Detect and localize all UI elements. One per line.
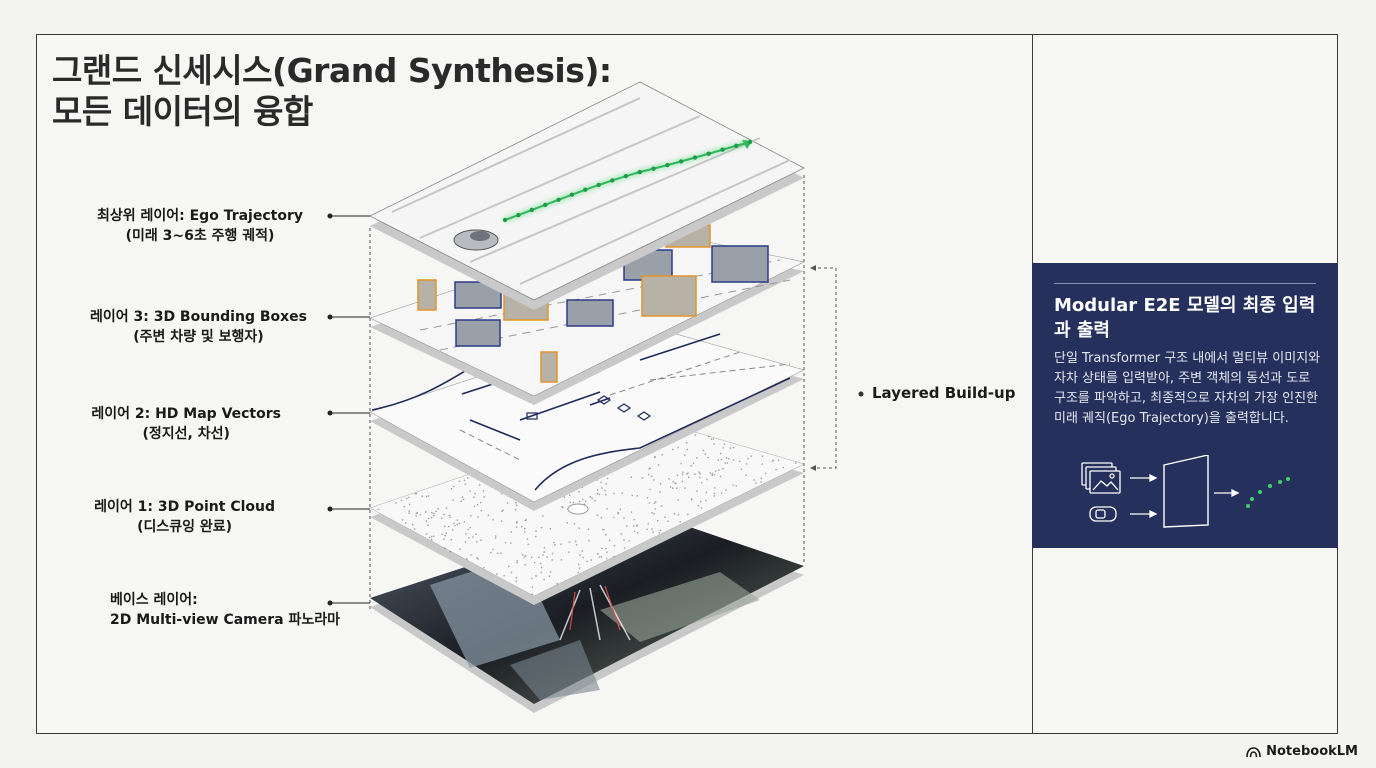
- label-bounding-boxes-sub: (주변 차량 및 보행자): [133, 329, 264, 345]
- transformer-icon: [1163, 455, 1209, 528]
- label-hd-map-title: 레이어 2: HD Map Vectors: [91, 406, 281, 422]
- label-leaders: [327, 213, 370, 606]
- label-camera: 베이스 레이어: 2D Multi-view Camera 파노라마: [110, 590, 340, 630]
- layer-hd-map: [369, 323, 805, 511]
- label-bounding-boxes-title: 레이어 3: 3D Bounding Boxes: [89, 309, 307, 325]
- panel-body: 단일 Transformer 구조 내에서 멀티뷰 이미지와 자차 상태를 입력…: [1054, 351, 1321, 426]
- label-hd-map: 레이어 2: HD Map Vectors (정지선, 차선): [91, 404, 281, 444]
- label-ego-trajectory-sub: (미래 3~6초 주행 궤적): [125, 228, 275, 244]
- layer-ego-trajectory: [369, 81, 805, 310]
- layered-buildup-label: Layered Build-up: [872, 384, 1016, 402]
- trajectory-icon: [1246, 477, 1290, 508]
- notebook-logo-icon: [1246, 746, 1261, 757]
- panel-rule: [1054, 283, 1316, 284]
- label-bounding-boxes: 레이어 3: 3D Bounding Boxes (주변 차량 및 보행자): [90, 307, 307, 347]
- label-point-cloud-sub: (디스큐잉 완료): [137, 519, 233, 535]
- car-icon: [1089, 506, 1117, 522]
- arrow-right-icon: [1130, 473, 1240, 519]
- label-camera-sub: 2D Multi-view Camera 파노라마: [110, 612, 341, 628]
- label-point-cloud: 레이어 1: 3D Point Cloud (디스큐잉 완료): [94, 497, 275, 537]
- label-ego-trajectory-title: 최상위 레이어: Ego Trajectory: [96, 208, 303, 224]
- label-ego-trajectory: 최상위 레이어: Ego Trajectory (미래 3~6초 주행 궤적): [97, 206, 303, 246]
- panel-heading: Modular E2E 모델의 최종 입력과 출력: [1054, 295, 1316, 341]
- title-line-1: 그랜드 신세시스(Grand Synthesis):: [52, 51, 612, 90]
- brand: NotebookLM: [1246, 744, 1358, 759]
- io-pipeline-diagram: [1081, 455, 1290, 528]
- label-hd-map-sub: (정지선, 차선): [142, 426, 230, 442]
- label-point-cloud-title: 레이어 1: 3D Point Cloud: [94, 499, 275, 515]
- label-camera-title: 베이스 레이어:: [110, 592, 198, 608]
- brand-name: NotebookLM: [1266, 744, 1358, 759]
- info-panel: Modular E2E 모델의 최종 입력과 출력 단일 Transformer…: [1032, 263, 1338, 548]
- guide-arrowheads: [810, 265, 816, 471]
- title-line-2: 모든 데이터의 융합: [52, 92, 313, 131]
- buildup-dot: [858, 391, 864, 397]
- images-icon: [1081, 462, 1121, 494]
- page-title: 그랜드 신세시스(Grand Synthesis): 모든 데이터의 융합: [52, 50, 612, 132]
- layer-camera: [370, 510, 804, 713]
